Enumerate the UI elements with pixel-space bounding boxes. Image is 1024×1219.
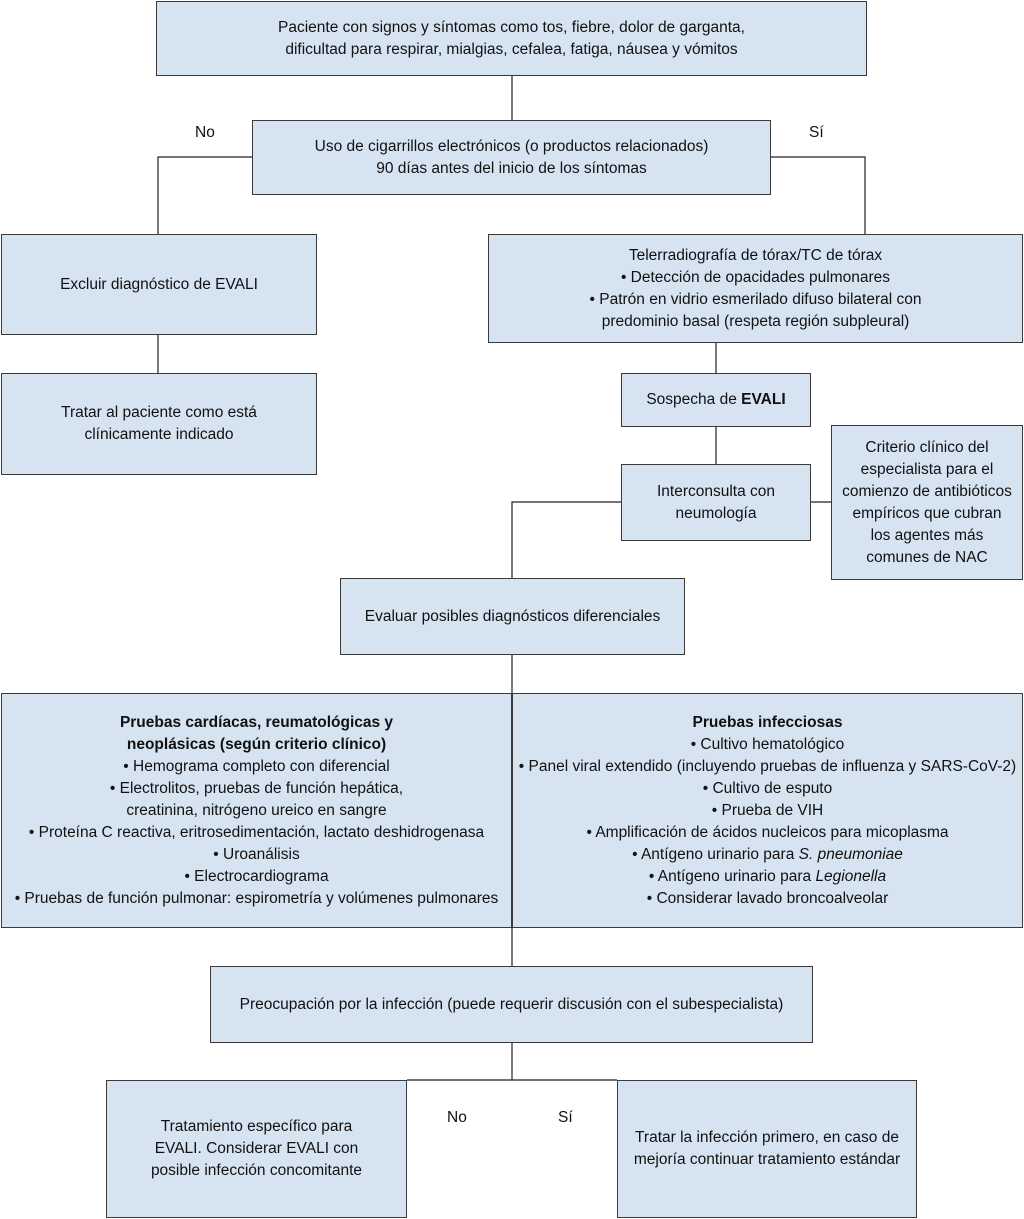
ecig-use-box: Uso de cigarrillos electrónicos (o produ… xyxy=(252,120,771,195)
criterion-line1: Criterio clínico del xyxy=(865,438,989,456)
concern-yes-label: Sí xyxy=(558,1109,573,1126)
symptoms-box: Paciente con signos y síntomas como tos,… xyxy=(156,1,867,76)
symptoms-line2: dificultad para respirar, mialgias, cefa… xyxy=(285,40,738,58)
concern-text: Preocupación por la infección (puede req… xyxy=(239,995,784,1013)
concern-no-label: No xyxy=(447,1109,467,1126)
imaging-line3: • Patrón en vidrio esmerilado difuso bil… xyxy=(589,290,922,308)
connector xyxy=(771,156,866,234)
cardiac-tests-box: Pruebas cardíacas, reumatológicas y neop… xyxy=(1,693,512,928)
infectious-tests-box: Pruebas infecciosas • Cultivo hematológi… xyxy=(512,693,1023,928)
antibiotic-criterion-box: Criterio clínico del especialista para e… xyxy=(831,425,1023,580)
cardiac-title-line1: Pruebas cardíacas, reumatológicas y xyxy=(119,713,394,731)
treat-clinical-line1: Tratar al paciente como está xyxy=(61,404,257,421)
exclude-text: Excluir diagnóstico de EVALI xyxy=(60,275,258,293)
specific-line3: posible infección concomitante xyxy=(150,1162,363,1179)
pulmonology-consult-box: Interconsulta con neumología xyxy=(621,464,811,541)
cardiac-item: • Electrolitos, pruebas de función hepát… xyxy=(109,779,404,797)
infection-concern-box: Preocupación por la infección (puede req… xyxy=(210,966,813,1043)
connector xyxy=(407,1043,513,1081)
cardiac-item: creatinina, nitrógeno ureico en sangre xyxy=(126,801,387,819)
infectious-item: • Cultivo de esputo xyxy=(702,779,833,797)
imaging-line1: Telerradiografía de tórax/TC de tórax xyxy=(628,246,883,264)
infectious-item: • Considerar lavado broncoalveolar xyxy=(646,889,889,907)
exclude-evali-box: Excluir diagnóstico de EVALI xyxy=(1,234,317,335)
criterion-line3: comienzo de antibióticos xyxy=(842,482,1012,500)
ecig-line1: Uso de cigarrillos electrónicos (o produ… xyxy=(314,137,709,155)
imaging-line2: • Detección de opacidades pulmonares xyxy=(620,268,891,286)
ecig-line2: 90 días antes del inicio de los síntomas xyxy=(376,159,647,177)
cardiac-title-line2: neoplásicas (según criterio clínico) xyxy=(126,735,387,753)
specific-treatment-box: Tratamiento específico para EVALI. Consi… xyxy=(106,1080,407,1218)
consult-line1: Interconsulta con xyxy=(656,482,776,500)
imaging-line4: predominio basal (respeta región subpleu… xyxy=(601,312,910,330)
treat-clinical-box: Tratar al paciente como está clínicament… xyxy=(1,373,317,475)
connector xyxy=(157,156,252,234)
criterion-line6: comunes de NAC xyxy=(866,548,988,566)
connector xyxy=(511,501,621,578)
imaging-box: Telerradiografía de tórax/TC de tórax • … xyxy=(488,234,1023,343)
infectious-item: • Amplificación de ácidos nucleicos para… xyxy=(586,823,949,841)
infectious-item: • Cultivo hematológico xyxy=(690,735,845,753)
cardiac-item: • Electrocardiograma xyxy=(184,867,329,885)
differential-box: Evaluar posibles diagnósticos diferencia… xyxy=(340,578,685,655)
ecig-no-label: No xyxy=(195,124,215,141)
criterion-line5: los agentes más xyxy=(870,526,984,544)
differential-text: Evaluar posibles diagnósticos diferencia… xyxy=(364,607,661,625)
symptoms-line1: Paciente con signos y síntomas como tos,… xyxy=(278,18,745,36)
infectious-item: • Antígeno urinario para Legionella xyxy=(648,867,887,885)
infectious-item: • Panel viral extendido (incluyendo prue… xyxy=(518,757,1017,775)
specific-line2: EVALI. Considerar EVALI con xyxy=(154,1140,359,1157)
criterion-line2: especialista para el xyxy=(860,460,994,478)
consult-line2: neumología xyxy=(675,504,757,522)
infectious-item: • Prueba de VIH xyxy=(711,801,824,819)
infectious-item: • Antígeno urinario para S. pneumoniae xyxy=(632,845,903,863)
cardiac-item: • Pruebas de función pulmonar: espiromet… xyxy=(14,889,499,907)
treat-infection-box: Tratar la infección primero, en caso de … xyxy=(617,1080,917,1218)
cardiac-item: • Hemograma completo con diferencial xyxy=(123,757,390,775)
cardiac-item: • Proteína C reactiva, eritrosedimentaci… xyxy=(28,823,485,841)
treat-infection-line2: mejoría continuar tratamiento estándar xyxy=(633,1151,901,1168)
suspect-evali-box: Sospecha de EVALI xyxy=(621,373,811,427)
suspect-text: Sospecha de EVALI xyxy=(646,391,786,408)
treat-infection-line1: Tratar la infección primero, en caso de xyxy=(635,1129,899,1146)
specific-line1: Tratamiento específico para xyxy=(160,1118,353,1135)
infectious-title: Pruebas infecciosas xyxy=(692,713,843,731)
cardiac-item: • Uroanálisis xyxy=(213,845,300,863)
ecig-yes-label: Sí xyxy=(809,124,824,141)
treat-clinical-line2: clínicamente indicado xyxy=(84,426,234,443)
criterion-line4: empíricos que cubran xyxy=(852,504,1002,522)
